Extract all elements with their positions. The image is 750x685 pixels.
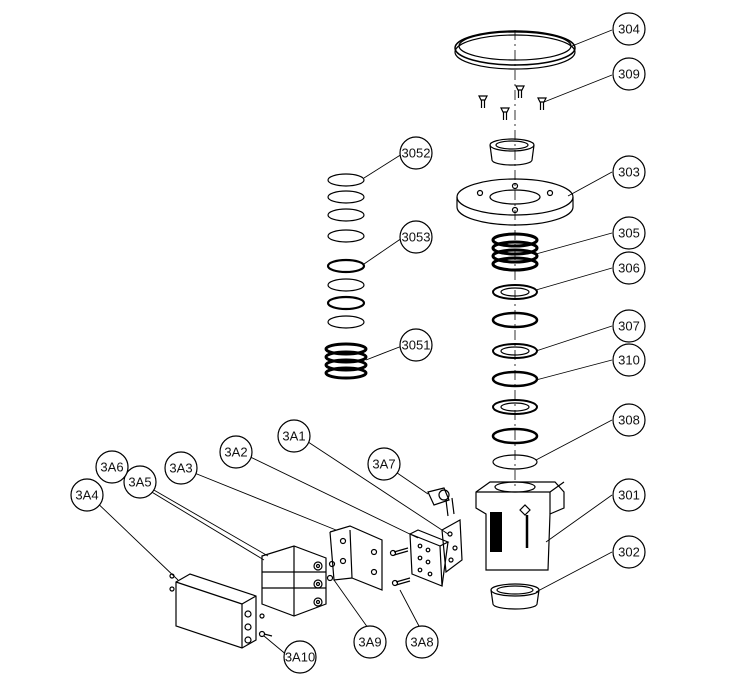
- callout-307: 307: [612, 309, 646, 343]
- callout-301: 301: [612, 478, 646, 512]
- part-308-washer: [492, 454, 538, 470]
- part-304-seal-ring: [454, 30, 576, 70]
- part-301-housing: [475, 481, 565, 571]
- callout-306: 306: [612, 251, 646, 285]
- part-bearing-lower: [492, 399, 538, 415]
- callout-3051: 3051: [399, 328, 433, 362]
- svg-text:3A5: 3A5: [128, 475, 151, 490]
- part-310-washer: [491, 370, 539, 388]
- svg-text:3A3: 3A3: [169, 461, 192, 476]
- part-3A4-cover-box: [169, 573, 265, 649]
- callout-3A8: 3A8: [405, 625, 439, 659]
- callout-305: 305: [612, 216, 646, 250]
- part-302-bushing: [490, 583, 540, 610]
- svg-text:305: 305: [618, 226, 640, 241]
- callout-310: 310: [612, 343, 646, 377]
- part-3A9-screws: [326, 560, 336, 582]
- svg-text:3A10: 3A10: [285, 650, 315, 665]
- callout-304: 304: [612, 12, 646, 46]
- svg-text:3A7: 3A7: [372, 457, 395, 472]
- svg-text:309: 309: [618, 67, 640, 82]
- part-306-thrust-bearing: [492, 284, 538, 300]
- callout-309: 309: [612, 57, 646, 91]
- svg-text:302: 302: [618, 545, 640, 560]
- callout-3A9: 3A9: [353, 625, 387, 659]
- part-3A8-screws: [389, 547, 411, 587]
- part-3052-o-rings: [327, 173, 365, 243]
- svg-text:3052: 3052: [402, 146, 431, 161]
- part-3051-ring-stack: [324, 342, 368, 380]
- callout-3A7: 3A7: [367, 447, 401, 481]
- part-washer-b: [491, 427, 539, 445]
- callout-3A10: 3A10: [283, 640, 317, 674]
- svg-text:3A4: 3A4: [75, 488, 98, 503]
- svg-text:308: 308: [618, 413, 640, 428]
- part-309-screws: [478, 85, 547, 120]
- callout-3A1: 3A1: [277, 419, 311, 453]
- part-3A2-manifold-block: [409, 529, 450, 587]
- svg-text:303: 303: [618, 165, 640, 180]
- callout-308: 308: [612, 403, 646, 437]
- part-3A3-bracket: [329, 525, 383, 591]
- callout-303: 303: [612, 155, 646, 189]
- callout-3A6: 3A6: [95, 450, 129, 484]
- part-3053-seal-rings: [326, 258, 366, 329]
- part-bushing-top: [489, 138, 535, 166]
- svg-text:3A9: 3A9: [358, 635, 381, 650]
- part-washer-a: [491, 311, 539, 329]
- part-305-bearing-stack: [491, 232, 539, 272]
- svg-text:3051: 3051: [402, 338, 431, 353]
- svg-text:310: 310: [618, 353, 640, 368]
- part-3A5-solenoid-valves: [261, 545, 327, 617]
- callout-3052: 3052: [399, 136, 433, 170]
- callout-3A3: 3A3: [164, 451, 198, 485]
- callout-3A2: 3A2: [219, 435, 253, 469]
- callout-302: 302: [612, 535, 646, 569]
- part-303-flange-plate: [456, 178, 574, 226]
- callout-3A4: 3A4: [70, 478, 104, 512]
- svg-text:306: 306: [618, 261, 640, 276]
- svg-text:3A8: 3A8: [410, 635, 433, 650]
- svg-text:304: 304: [618, 22, 640, 37]
- svg-text:307: 307: [618, 319, 640, 334]
- svg-text:3A1: 3A1: [282, 429, 305, 444]
- callout-3A5: 3A5: [123, 465, 157, 499]
- part-3A10-screw: [258, 630, 273, 638]
- svg-text:3A2: 3A2: [224, 445, 247, 460]
- callout-3053: 3053: [399, 220, 433, 254]
- svg-text:3053: 3053: [402, 230, 431, 245]
- svg-text:301: 301: [618, 488, 640, 503]
- svg-text:3A6: 3A6: [100, 460, 123, 475]
- part-3A7-elbow-fitting: [427, 487, 455, 517]
